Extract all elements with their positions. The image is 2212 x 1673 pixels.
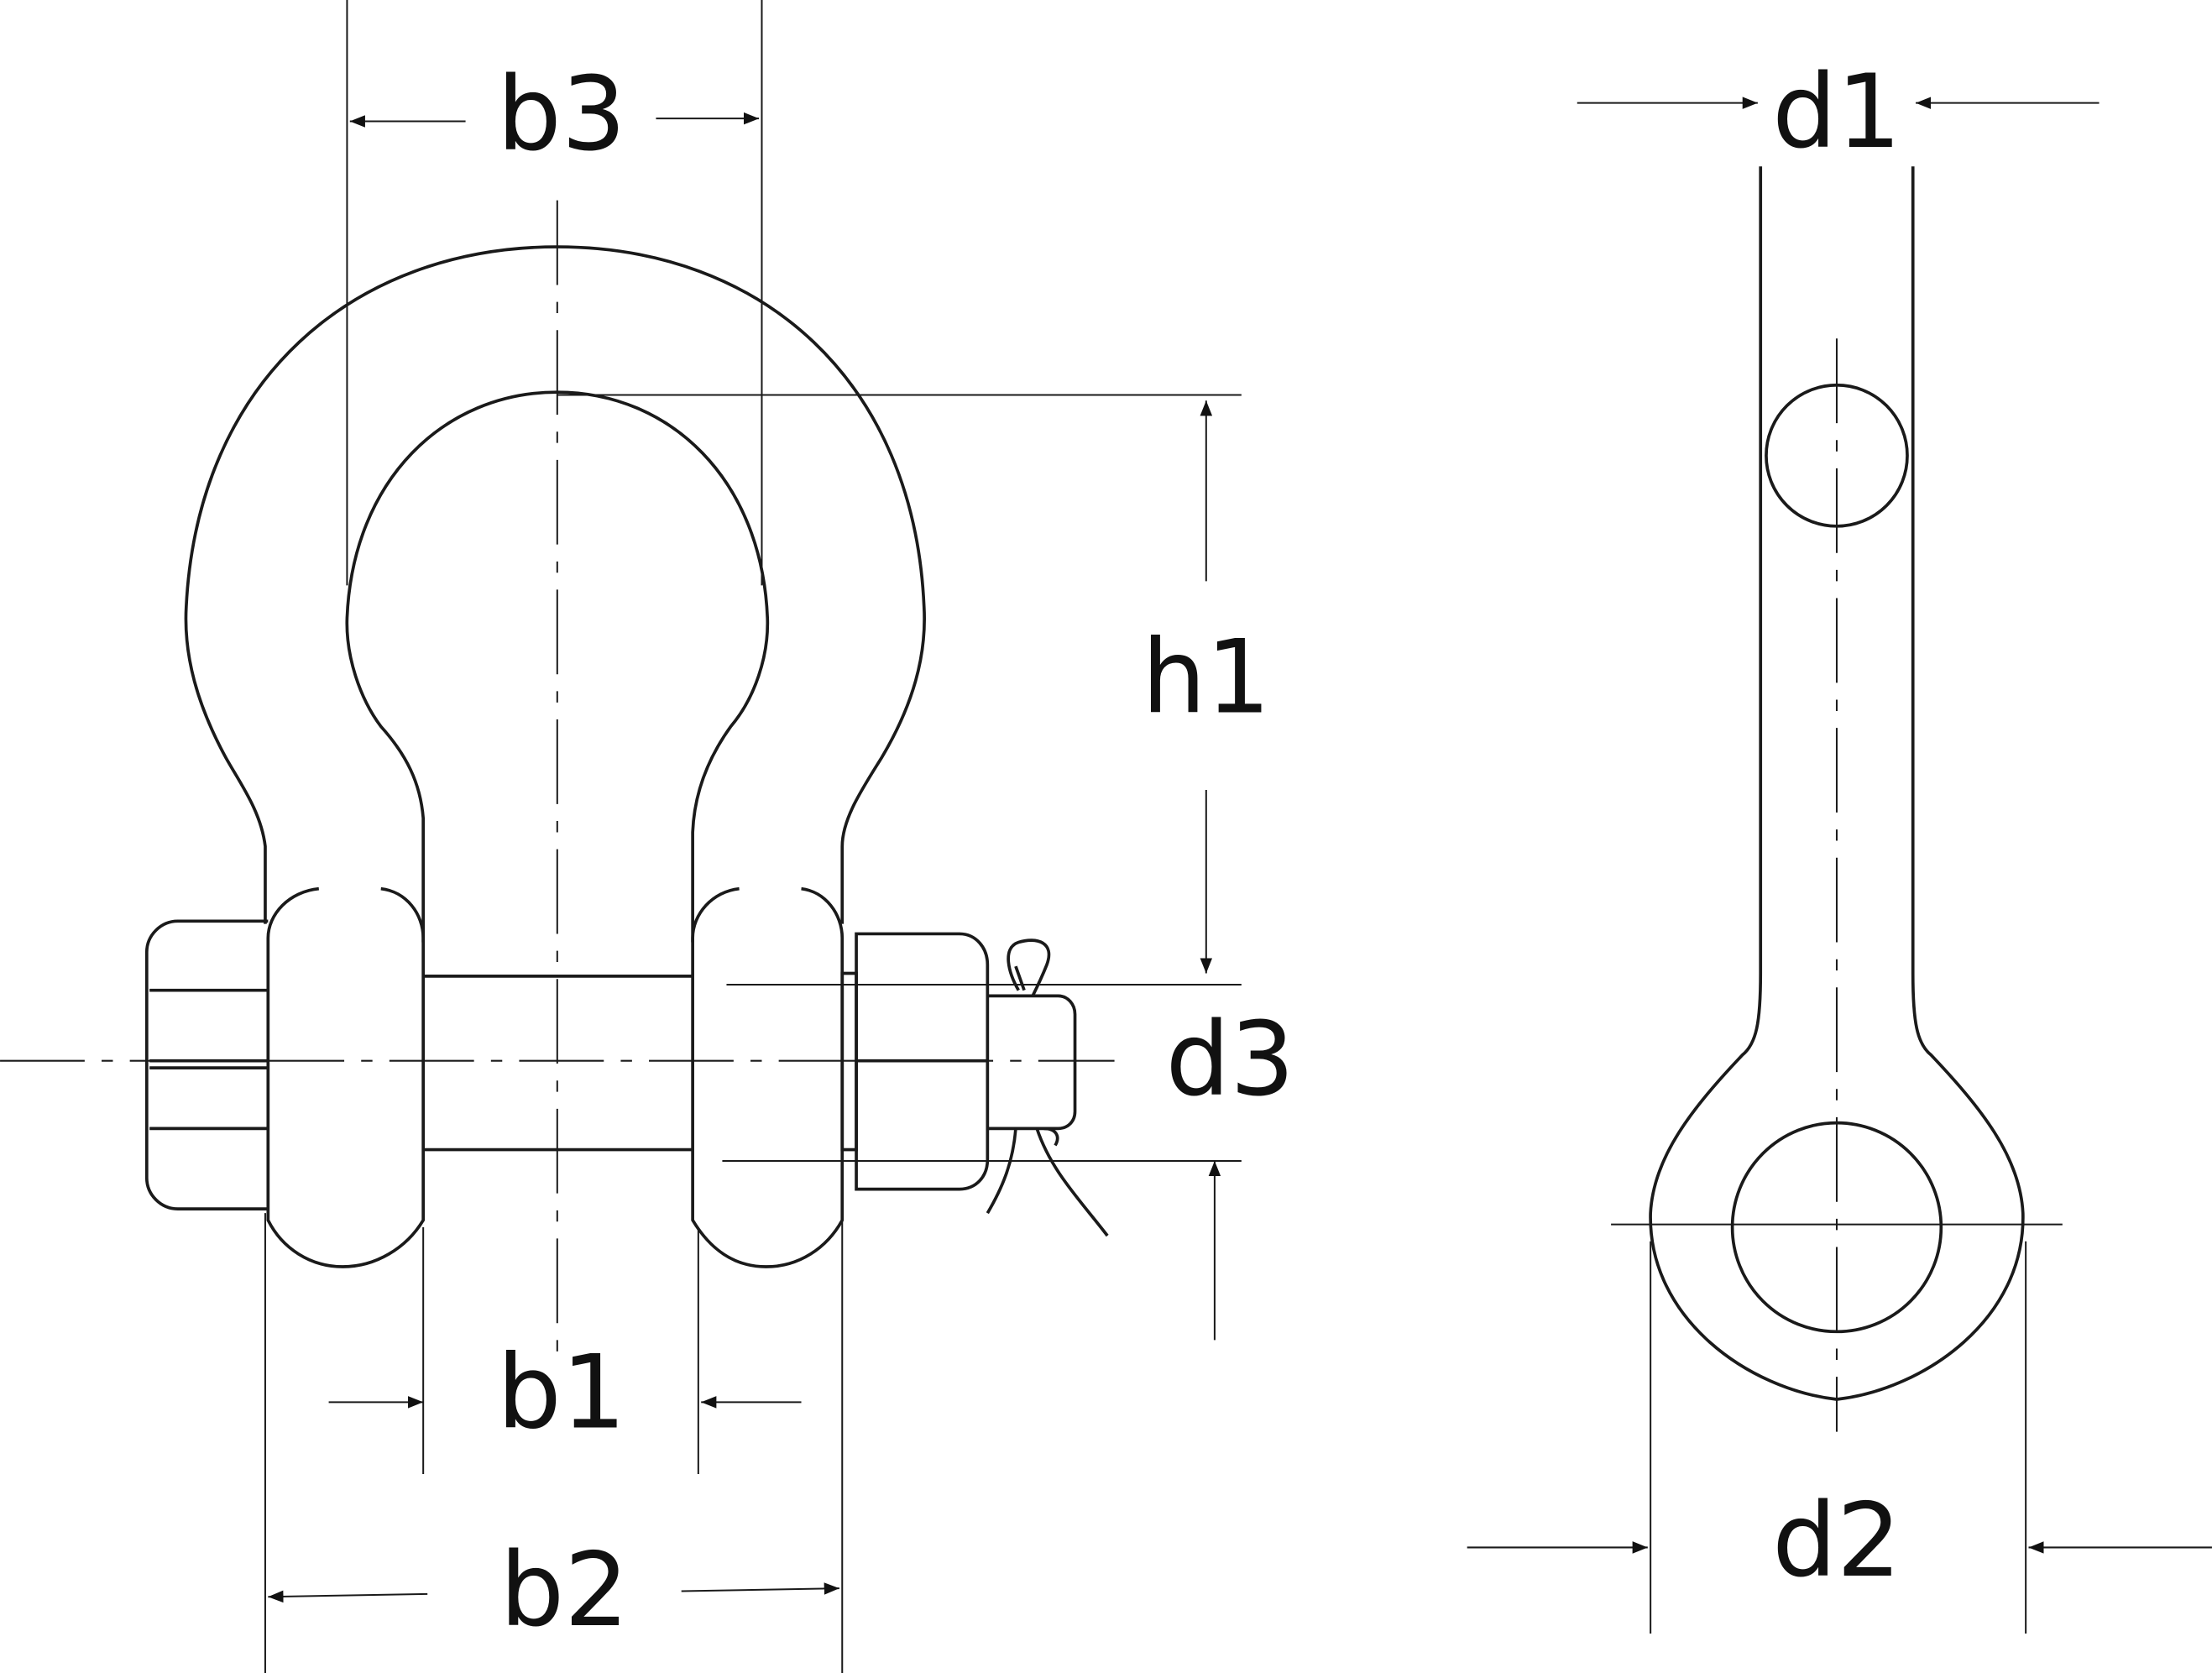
dimension-b1: b1: [328, 1226, 802, 1475]
dimension-d1: d1: [1577, 53, 2100, 171]
label-d2: d2: [1772, 1482, 1901, 1600]
label-b2: b2: [499, 1531, 629, 1649]
right-eye: [691, 886, 845, 1268]
bow-outer: [184, 245, 926, 924]
dimension-b3: b3: [346, 0, 763, 586]
label-d3: d3: [1165, 1001, 1294, 1119]
dimension-d3: d3: [722, 1001, 1294, 1341]
bolt-head: [144, 919, 269, 1210]
dimension-d2: d2: [1467, 1241, 2212, 1634]
dimension-h1: h1: [557, 394, 1271, 986]
cotter-pin: [986, 938, 1109, 1237]
label-b1: b1: [497, 1334, 626, 1452]
label-h1: h1: [1142, 619, 1271, 737]
side-view: [1611, 166, 2063, 1432]
front-view: [0, 200, 1115, 1355]
label-d1: d1: [1772, 53, 1901, 171]
label-b3: b3: [497, 55, 626, 174]
left-eye: [266, 886, 426, 1268]
dimension-b2: b2: [264, 1213, 844, 1673]
